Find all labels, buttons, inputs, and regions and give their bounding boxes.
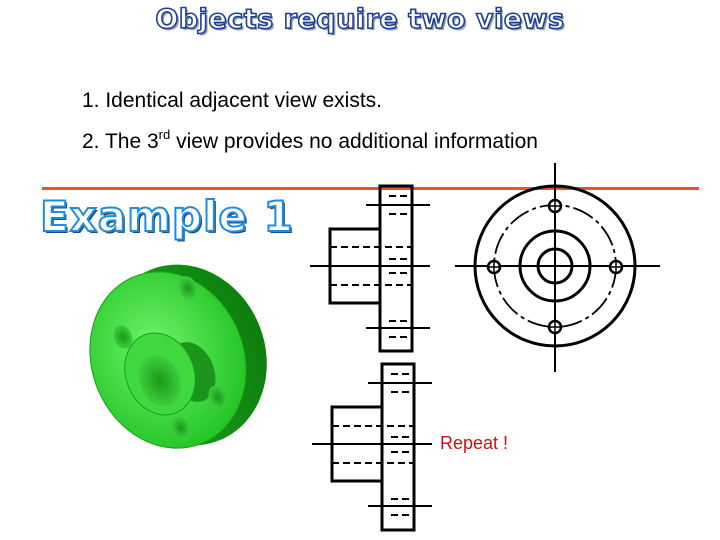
side-view-upper (310, 184, 430, 353)
slide-title: Objects require two views (155, 3, 565, 36)
front-view-circular (455, 163, 660, 372)
side-view-lower (312, 362, 432, 532)
example-label: Example 1 (39, 191, 294, 242)
bullet-point-2-text-b: view provides no additional information (170, 130, 538, 153)
repeat-label: Repeat ! (440, 433, 509, 453)
bullet-point-2-text-a: 2. The 3 (82, 130, 159, 153)
bullet-point-1: 1. Identical adjacent view exists. (82, 89, 382, 113)
bullet-point-1-text: 1. Identical adjacent view exists. (82, 89, 382, 112)
divider-line (42, 187, 699, 190)
flange-3d-model (89, 264, 267, 449)
bullet-point-2: 2. The 3rd view provides no additional i… (82, 127, 538, 154)
superscript-rd: rd (158, 127, 171, 142)
